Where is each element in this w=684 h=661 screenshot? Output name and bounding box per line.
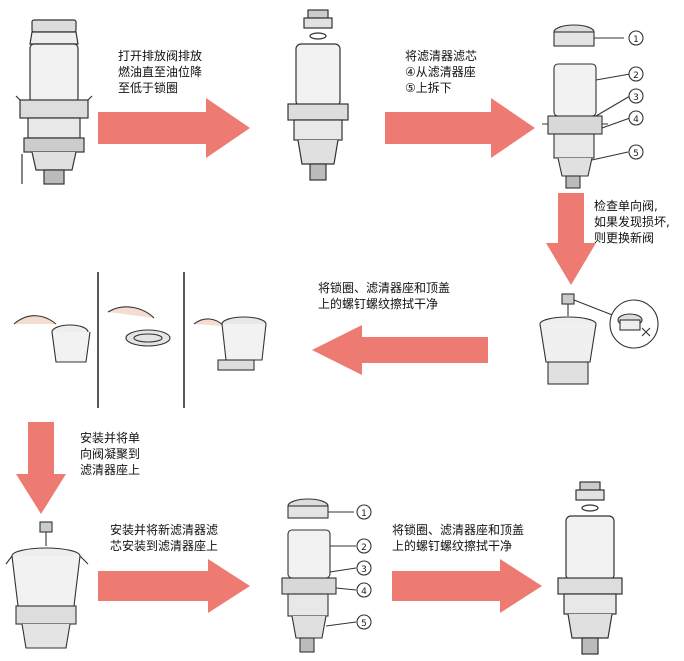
callout-4: 4 bbox=[633, 115, 639, 125]
callout-3: 3 bbox=[361, 565, 367, 575]
caption-line: 向阀凝聚到 bbox=[80, 447, 141, 461]
caption-line: 安装并将新滤清器滤 bbox=[110, 523, 219, 537]
caption-step5: 安装并将单 向阀凝聚到 滤清器座上 bbox=[80, 430, 140, 478]
caption-line: ⑤上拆下 bbox=[405, 81, 452, 95]
caption-step4: 将锁圈、滤清器座和顶盖 上的螺钉螺纹擦拭干净 bbox=[318, 280, 450, 312]
arrow-left-1 bbox=[312, 325, 488, 375]
caption-line: 上的螺钉螺纹擦拭干净 bbox=[318, 297, 439, 311]
caption-line: 滤清器座上 bbox=[80, 463, 141, 477]
caption-line: ④从滤清器座 bbox=[405, 65, 476, 79]
caption-line: 将滤清器滤芯 bbox=[405, 49, 478, 63]
caption-step6: 安装并将新滤清器滤 芯安装到滤清器座上 bbox=[110, 522, 218, 554]
callout-5: 5 bbox=[633, 149, 639, 159]
callout-5: 5 bbox=[361, 619, 367, 629]
callout-1: 1 bbox=[361, 509, 367, 519]
caption-line: 安装并将单 bbox=[80, 431, 141, 445]
caption-line: 检查单向阀, bbox=[594, 199, 658, 213]
caption-line: 将锁圈、滤清器座和顶盖 bbox=[318, 281, 451, 295]
caption-step7: 将锁圈、滤清器座和顶盖 上的螺钉螺纹擦拭干净 bbox=[392, 522, 524, 554]
callout-2: 2 bbox=[633, 71, 639, 81]
caption-line: 上的螺钉螺纹擦拭干净 bbox=[392, 539, 513, 553]
caption-line: 燃油直至油位降 bbox=[118, 65, 203, 79]
caption-step3: 检查单向阀, 如果发现损坏, 则更换新阀 bbox=[594, 198, 670, 246]
caption-line: 打开排放阀排放 bbox=[118, 49, 203, 63]
callout-4: 4 bbox=[361, 587, 367, 597]
arrow-down-1 bbox=[546, 193, 596, 285]
caption-line: 芯安装到滤清器座上 bbox=[110, 539, 219, 553]
arrow-right-4 bbox=[392, 559, 542, 613]
check-valve-figure bbox=[539, 293, 659, 385]
callout-1: 1 bbox=[633, 35, 639, 45]
cleaning-photos-figure bbox=[13, 272, 267, 408]
caption-line: 如果发现损坏, bbox=[594, 215, 670, 229]
filter-assembly-figure-final bbox=[557, 481, 623, 655]
caption-line: 将锁圈、滤清器座和顶盖 bbox=[392, 523, 525, 537]
arrow-right-2 bbox=[385, 98, 535, 158]
filter-assembly-figure-2 bbox=[287, 9, 349, 181]
callout-3: 3 bbox=[633, 93, 639, 103]
arrow-right-1 bbox=[98, 98, 250, 158]
arrow-right-3 bbox=[98, 559, 250, 613]
caption-step1: 打开排放阀排放 燃油直至油位降 至低于锁圈 bbox=[118, 48, 202, 96]
filter-exploded-figure-bottom: 1 2 3 4 5 bbox=[281, 498, 372, 653]
caption-line: 则更换新阀 bbox=[594, 231, 655, 245]
callout-2: 2 bbox=[361, 543, 367, 553]
filter-assembly-figure-1 bbox=[15, 19, 93, 185]
caption-step2: 将滤清器滤芯 ④从滤清器座 ⑤上拆下 bbox=[405, 48, 477, 96]
arrow-down-2 bbox=[16, 422, 66, 514]
filter-base-figure bbox=[5, 521, 89, 649]
filter-exploded-figure-top: 1 2 3 4 5 bbox=[542, 24, 644, 189]
caption-line: 至低于锁圈 bbox=[118, 81, 179, 95]
